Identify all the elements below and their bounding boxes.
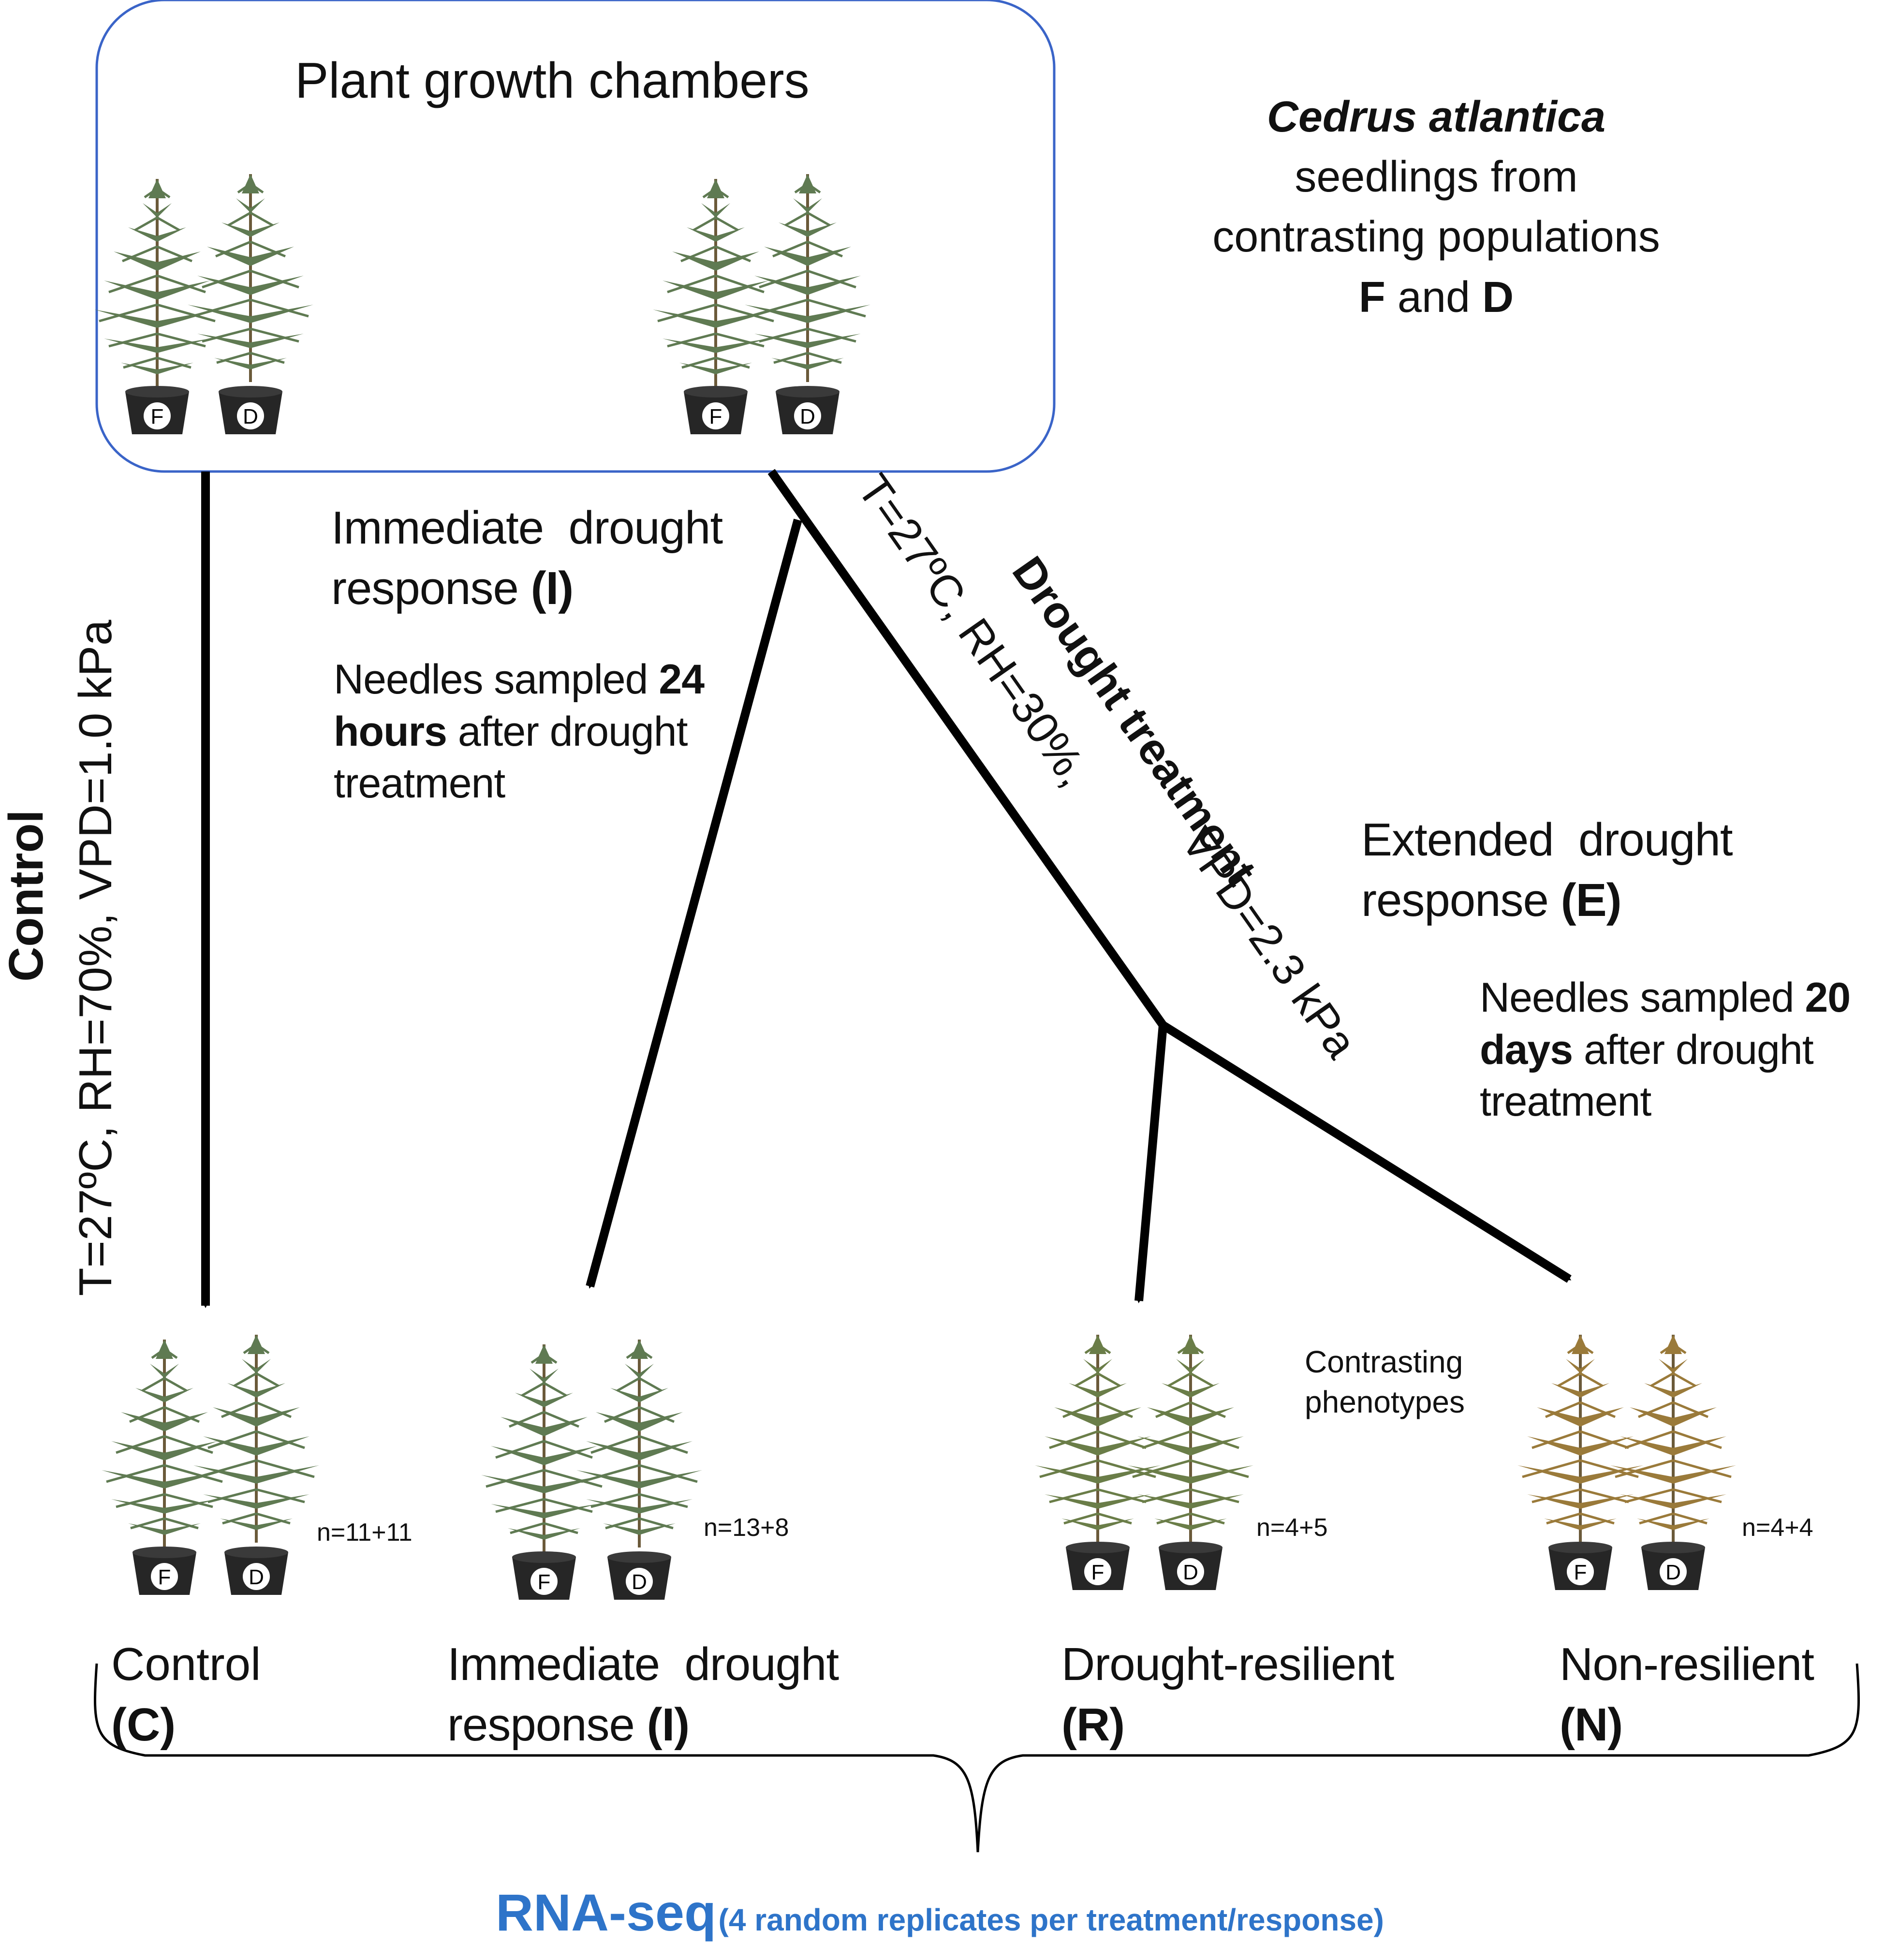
extended-line2-row: response (E) [1361, 870, 1733, 931]
rnaseq-title: RNA-seq [496, 1883, 717, 1942]
population-f: F [1358, 273, 1385, 322]
pot-letter: F [158, 1565, 171, 1589]
extended-needles-1: Needles sampled [1480, 974, 1794, 1021]
immediate-needles-1: Needles sampled [334, 656, 648, 703]
immediate-needles-row1: Needles sampled 24 [334, 654, 705, 706]
group-control-name: Control [111, 1638, 261, 1690]
pot-letter: F [709, 405, 722, 428]
sample-size-control: n=11+11 [317, 1518, 412, 1547]
drought-branch-conditions-2: VPD=2.3 kPa [1172, 819, 1367, 1067]
immediate-sampling-note: Needles sampled 24 hours after drought t… [334, 654, 705, 810]
extended-needles-row1: Needles sampled 20 [1480, 972, 1851, 1024]
extended-needles-unit: days [1480, 1026, 1573, 1073]
extended-needles-row2: days after drought [1480, 1024, 1850, 1076]
contrasting-phenotypes-note: Contrasting phenotypes [1305, 1342, 1465, 1422]
extended-line2: response [1361, 874, 1549, 926]
group-nonresilient-code: (N) [1560, 1698, 1623, 1751]
immediate-needles-row2: hours after drought [334, 706, 704, 758]
arrow-immediate [586, 518, 802, 1289]
immediate-line2-row: response (I) [331, 559, 722, 619]
immediate-line1: Immediate drought [331, 502, 723, 554]
extended-needles-3: treatment [1480, 1078, 1651, 1125]
group-label-nonresilient: Non-resilient (N) [1560, 1635, 1814, 1755]
species-block: Cedrus atlantica seedlings from contrast… [1161, 87, 1712, 327]
immediate-line2: response [331, 562, 519, 614]
group-label-control: Control (C) [111, 1635, 261, 1755]
pot-letter: F [1091, 1561, 1104, 1584]
resilient-seedling-f [1035, 1335, 1161, 1543]
chamber-seedling-d-right [745, 174, 870, 382]
group-label-resilient: Drought-resilient (R) [1061, 1635, 1394, 1755]
arrow-resilient [1134, 1025, 1167, 1303]
grouping-brace [94, 1663, 1860, 1853]
arrow-drought-main [767, 469, 1167, 1028]
extended-code: (E) [1561, 874, 1622, 926]
immediate-code: (I) [530, 562, 574, 614]
group-immediate-name: Immediate drought [447, 1638, 839, 1690]
chamber-seedling-d-left [188, 174, 313, 382]
extended-needles-2: after drought [1583, 1026, 1814, 1073]
group-resilient-code: (R) [1061, 1698, 1125, 1751]
pot-letter: D [632, 1570, 647, 1594]
extended-line1: Extended drought [1361, 814, 1733, 866]
group-immediate-line2-row: response (I) [447, 1695, 839, 1755]
sample-size-resilient: n=4+5 [1256, 1514, 1328, 1542]
contrasting-line1: Contrasting [1305, 1344, 1463, 1379]
immediate-needles-3: treatment [334, 760, 505, 807]
pot-letter: D [1665, 1561, 1681, 1584]
group-label-immediate: Immediate drought response (I) [447, 1635, 839, 1755]
population-d: D [1482, 273, 1514, 322]
immediate-needles-hours-value: 24 [659, 656, 705, 703]
species-and: and [1397, 273, 1471, 322]
control-branch-conditions: T=27ºC, RH=70%, VPD=1.0 kPa [70, 619, 121, 1296]
species-name: Cedrus atlantica [1266, 93, 1606, 141]
species-populations: F and D [1161, 267, 1712, 327]
extended-response-heading: Extended drought response (E) [1361, 810, 1733, 931]
pot-letter: F [538, 1570, 551, 1594]
pot-letter: D [243, 405, 258, 428]
species-line2: contrasting populations [1212, 213, 1660, 262]
control-seedling-f [102, 1340, 227, 1547]
group-immediate-code: (I) [647, 1698, 690, 1751]
chamber-frame [95, 0, 1056, 473]
contrasting-line2: phenotypes [1305, 1385, 1465, 1420]
immediate-needles-unit: hours [334, 708, 447, 755]
sample-size-immediate: n=13+8 [704, 1514, 789, 1542]
control-branch-title: Control [0, 810, 53, 982]
chamber-seedling-f-left [94, 179, 220, 387]
chamber-seedling-f-right [653, 179, 779, 387]
rnaseq-caption: RNA-seq (4 random replicates per treatme… [496, 1881, 1384, 1944]
species-line1: seedlings from [1295, 153, 1578, 202]
immediate-needles-2: after drought [457, 708, 688, 755]
pot-letter: F [151, 405, 164, 428]
pot-letter: F [1574, 1561, 1587, 1584]
sample-size-nonresilient: n=4+4 [1742, 1514, 1813, 1542]
group-nonresilient-name: Non-resilient [1560, 1638, 1814, 1690]
extended-sampling-note: Needles sampled 20 days after drought tr… [1480, 972, 1851, 1128]
extended-needles-days-value: 20 [1805, 974, 1851, 1021]
immediate-seedling-f [481, 1344, 607, 1552]
chamber-title: Plant growth chambers [295, 53, 810, 109]
nonresilient-seedling-d [1610, 1335, 1736, 1543]
immediate-seedling-d [576, 1340, 702, 1547]
group-resilient-name: Drought-resilient [1061, 1638, 1394, 1690]
immediate-response-heading: Immediate drought response (I) [331, 498, 723, 619]
nonresilient-seedling-f [1517, 1335, 1643, 1543]
control-seedling-d [193, 1335, 319, 1543]
pot-letter: D [800, 405, 815, 428]
pot-letter: D [1183, 1561, 1198, 1584]
pot-letter: D [249, 1565, 264, 1589]
group-control-code: (C) [111, 1698, 176, 1751]
resilient-seedling-d [1128, 1335, 1253, 1543]
rnaseq-note: (4 random replicates per treatment/respo… [718, 1902, 1384, 1937]
arrow-nonresilient [1161, 1021, 1572, 1283]
group-immediate-name2: response [447, 1698, 635, 1751]
